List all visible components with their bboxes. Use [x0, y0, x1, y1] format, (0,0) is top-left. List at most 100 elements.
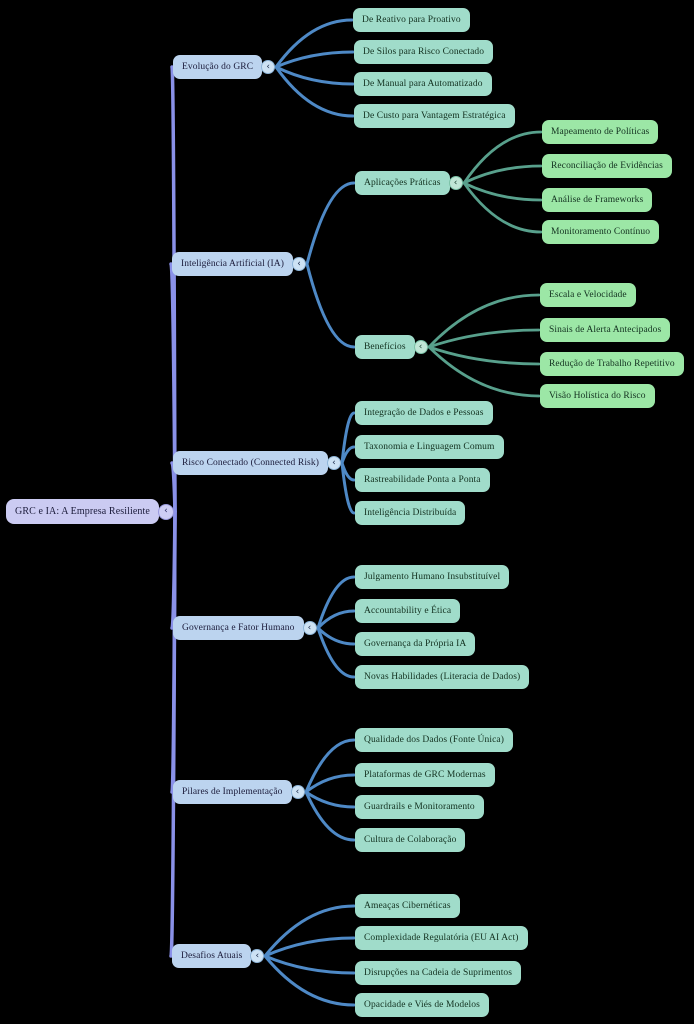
- edge: [263, 954, 356, 975]
- node-label: Qualidade dos Dados (Fonte Única): [364, 735, 504, 745]
- node-aplicacoes[interactable]: Aplicações Práticas ‹: [355, 171, 463, 195]
- node-cultura[interactable]: Cultura de Colaboração: [355, 828, 466, 852]
- node-label: Aplicações Práticas: [364, 178, 441, 188]
- node-escala[interactable]: Escala e Velocidade: [540, 283, 636, 307]
- node-opacidade[interactable]: Opacidade e Viés de Modelos: [355, 993, 489, 1017]
- edge: [316, 626, 356, 646]
- edge: [427, 345, 541, 366]
- edge: [462, 130, 543, 185]
- node-label: Rastreabilidade Ponta a Ponta: [364, 475, 481, 485]
- node-integracao[interactable]: Integração de Dados e Pessoas: [355, 401, 493, 425]
- node-mapeamento[interactable]: Mapeamento de Políticas: [542, 120, 659, 144]
- node-reconciliacao[interactable]: Reconciliação de Evidências: [542, 154, 672, 178]
- node-label: GRC e IA: A Empresa Resiliente: [15, 506, 150, 517]
- collapse-icon[interactable]: ‹: [290, 785, 305, 799]
- collapse-icon[interactable]: ‹: [302, 621, 317, 635]
- node-label: Análise de Frameworks: [551, 195, 644, 205]
- edge: [340, 445, 356, 465]
- node-ameacas[interactable]: Ameaças Cibernéticas: [355, 894, 460, 918]
- node-label: Escala e Velocidade: [549, 290, 627, 300]
- edge: [462, 181, 543, 202]
- node-custo[interactable]: De Custo para Vantagem Estratégica: [354, 104, 515, 128]
- node-label: Cultura de Colaboração: [364, 835, 457, 845]
- node-label: Plataformas de GRC Modernas: [364, 770, 486, 780]
- collapse-icon[interactable]: ‹: [448, 176, 463, 190]
- node-label: Pilares de Implementação: [182, 787, 283, 797]
- edge: [304, 790, 356, 809]
- collapse-icon[interactable]: ‹: [157, 503, 174, 520]
- node-label: Sinais de Alerta Antecipados: [549, 325, 662, 335]
- collapse-icon[interactable]: ‹: [326, 456, 341, 470]
- node-governanca-ia[interactable]: Governança da Própria IA: [355, 632, 476, 656]
- node-beneficios[interactable]: Benefícios ‹: [355, 335, 428, 359]
- node-label: Inteligência Artificial (IA): [181, 259, 285, 269]
- node-silos[interactable]: De Silos para Risco Conectado: [354, 40, 494, 64]
- node-risco[interactable]: Risco Conectado (Connected Risk) ‹: [173, 451, 341, 475]
- node-taxonomia[interactable]: Taxonomia e Linguagem Comum: [355, 435, 504, 459]
- edge: [427, 345, 541, 398]
- collapse-icon[interactable]: ‹: [413, 340, 428, 354]
- edge: [316, 626, 356, 679]
- node-monitoramento[interactable]: Monitoramento Contínuo: [542, 220, 660, 244]
- node-guardrails[interactable]: Guardrails e Monitoramento: [355, 795, 484, 819]
- edge: [462, 164, 543, 185]
- node-label: Monitoramento Contínuo: [551, 227, 651, 237]
- node-label: De Silos para Risco Conectado: [363, 47, 485, 57]
- edge: [274, 50, 355, 69]
- node-label: Governança da Própria IA: [364, 639, 467, 649]
- node-label: De Custo para Vantagem Estratégica: [363, 111, 506, 121]
- node-julgamento[interactable]: Julgamento Humano Insubstituível: [355, 565, 510, 589]
- node-disrupcoes[interactable]: Disrupções na Cadeia de Suprimentos: [355, 961, 522, 985]
- edge: [304, 773, 356, 794]
- node-accountability[interactable]: Accountability e Ética: [355, 599, 461, 623]
- node-habilidades[interactable]: Novas Habilidades (Literacia de Dados): [355, 665, 530, 689]
- node-label: Inteligência Distribuída: [364, 508, 457, 518]
- node-label: Julgamento Humano Insubstituível: [364, 572, 501, 582]
- node-reativo[interactable]: De Reativo para Proativo: [353, 8, 470, 32]
- edge: [304, 738, 356, 794]
- node-plataformas[interactable]: Plataformas de GRC Modernas: [355, 763, 495, 787]
- node-label: Complexidade Regulatória (EU AI Act): [364, 933, 519, 943]
- node-rastreabilidade[interactable]: Rastreabilidade Ponta a Ponta: [355, 468, 490, 492]
- edge: [427, 328, 541, 349]
- edge: [462, 181, 543, 234]
- node-inteligencia-dist[interactable]: Inteligência Distribuída: [355, 501, 466, 525]
- node-governanca[interactable]: Governança e Fator Humano ‹: [173, 616, 317, 640]
- collapse-icon[interactable]: ‹: [250, 949, 265, 963]
- node-evolucao[interactable]: Evolução do GRC ‹: [173, 55, 276, 79]
- collapse-icon[interactable]: ‹: [261, 60, 276, 74]
- node-pilares[interactable]: Pilares de Implementação ‹: [173, 780, 305, 804]
- node-reducao[interactable]: Redução de Trabalho Repetitivo: [540, 352, 684, 376]
- node-label: Accountability e Ética: [364, 606, 452, 616]
- node-label: Guardrails e Monitoramento: [364, 802, 475, 812]
- node-label: De Reativo para Proativo: [362, 15, 461, 25]
- node-label: Reconciliação de Evidências: [551, 161, 663, 171]
- edge: [274, 65, 355, 86]
- node-label: Ameaças Cibernéticas: [364, 901, 451, 911]
- collapse-icon[interactable]: ‹: [292, 257, 307, 271]
- node-desafios[interactable]: Desafios Atuais ‹: [172, 944, 265, 968]
- node-label: Mapeamento de Políticas: [551, 127, 650, 137]
- node-complexidade[interactable]: Complexidade Regulatória (EU AI Act): [355, 926, 528, 950]
- node-ia[interactable]: Inteligência Artificial (IA) ‹: [172, 252, 307, 276]
- node-sinais[interactable]: Sinais de Alerta Antecipados: [540, 318, 671, 342]
- edge: [169, 509, 177, 958]
- node-label: Benefícios: [364, 342, 406, 352]
- node-analise[interactable]: Análise de Frameworks: [542, 188, 653, 212]
- node-label: Redução de Trabalho Repetitivo: [549, 359, 675, 369]
- node-visao[interactable]: Visão Holística do Risco: [540, 384, 655, 408]
- edge: [316, 575, 356, 630]
- node-label: De Manual para Automatizado: [363, 79, 483, 89]
- edge: [305, 181, 356, 266]
- edge: [274, 18, 354, 69]
- node-label: Integração de Dados e Pessoas: [364, 408, 484, 418]
- node-manual[interactable]: De Manual para Automatizado: [354, 72, 492, 96]
- edge: [263, 936, 356, 958]
- node-root[interactable]: GRC e IA: A Empresa Resiliente ‹: [6, 499, 174, 524]
- edge: [263, 954, 356, 1007]
- node-qualidade[interactable]: Qualidade dos Dados (Fonte Única): [355, 728, 513, 752]
- node-label: Novas Habilidades (Literacia de Dados): [364, 672, 521, 682]
- edge: [316, 609, 356, 630]
- node-label: Visão Holística do Risco: [549, 391, 646, 401]
